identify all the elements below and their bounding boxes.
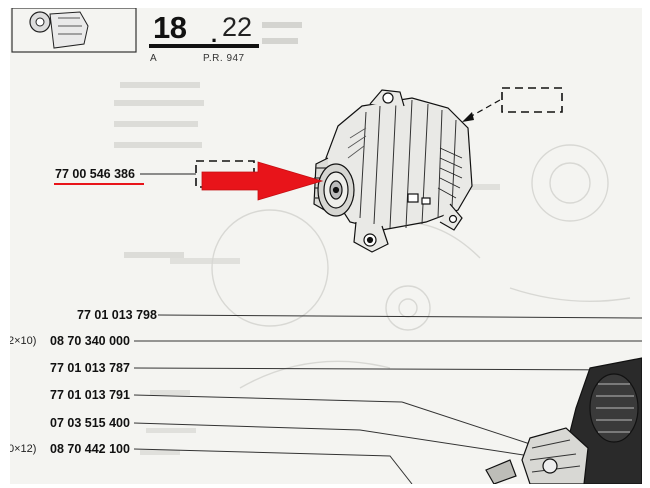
thumbnail-illustration — [11, 8, 137, 53]
part-prefix-2: 2×10) — [10, 335, 37, 347]
alternator-illustration — [313, 89, 473, 253]
leader-lines — [133, 314, 642, 484]
part-prefix-6: 0×12) — [10, 443, 37, 455]
catalog-page: 18 . 22 A P.R. 947 77 00 546 386 77 01 0… — [10, 8, 642, 484]
section-letter: A — [150, 53, 157, 64]
starter-motor-illustration — [485, 357, 642, 484]
diagram-illustration — [11, 8, 642, 484]
part-number-6: 08 70 442 100 — [50, 442, 130, 456]
highlighted-part-number: 77 00 546 386 — [55, 167, 135, 181]
section-number: 18 — [153, 10, 187, 45]
part-number-4: 77 01 013 791 — [50, 388, 130, 402]
section-sub-number: 22 — [222, 12, 253, 42]
part-number-3: 77 01 013 787 — [50, 361, 130, 375]
section-separator: . — [211, 22, 218, 47]
pr-reference: P.R. 947 — [203, 53, 245, 64]
arrow-right-icon — [201, 161, 324, 201]
part-number-1: 77 01 013 798 — [77, 308, 157, 322]
part-number-2: 08 70 340 000 — [50, 334, 130, 348]
part-number-5: 07 03 515 400 — [50, 416, 130, 430]
